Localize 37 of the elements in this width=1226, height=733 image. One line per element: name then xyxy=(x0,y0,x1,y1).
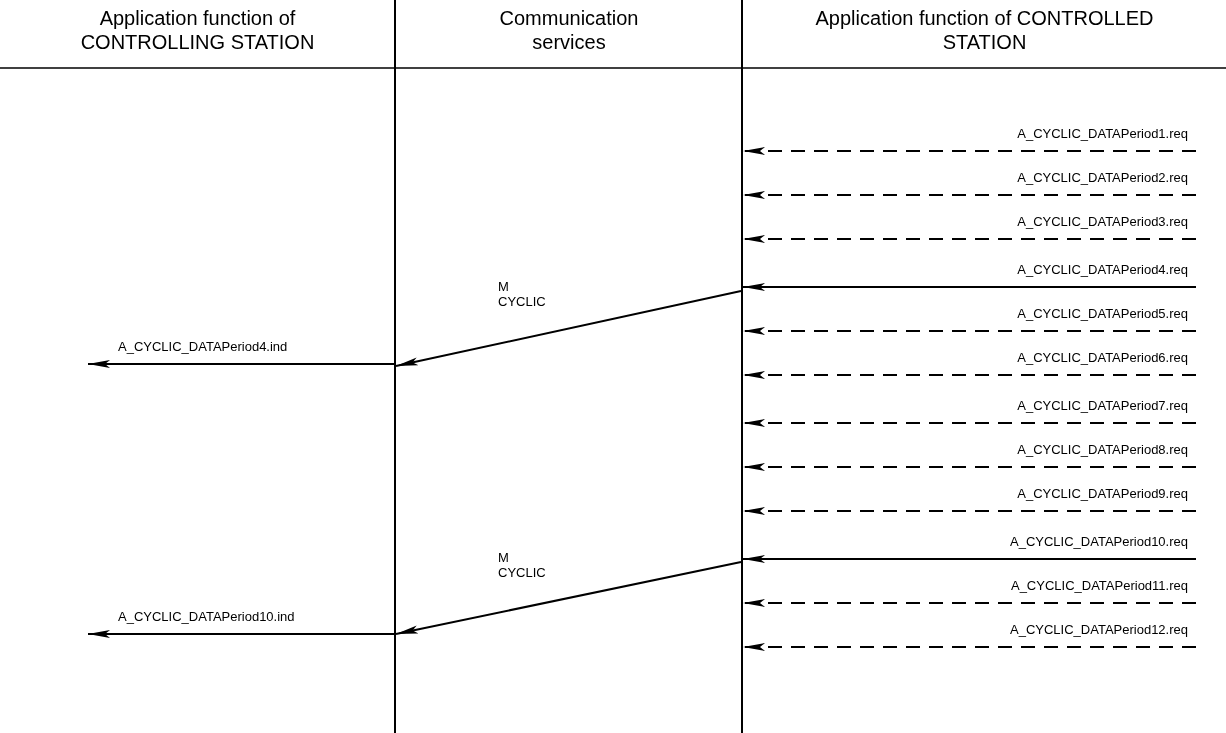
column-header: Application function of CONTROLLING STATION xyxy=(55,6,340,54)
column-header: Application function of CONTROLLED STATION xyxy=(812,6,1157,54)
dashed-arrow xyxy=(742,191,1197,199)
edge-label: A_CYCLIC_DATAPeriod6.req xyxy=(1017,350,1188,366)
lifeline xyxy=(394,0,396,733)
dashed-arrow xyxy=(742,147,1197,155)
column-header: Communication services xyxy=(489,6,649,54)
dashed-arrow xyxy=(742,507,1197,515)
edge-label: A_CYCLIC_DATAPeriod7.req xyxy=(1017,398,1188,414)
edge-label: A_CYCLIC_DATAPeriod2.req xyxy=(1017,170,1188,186)
edge-label: M CYCLIC xyxy=(498,279,546,309)
dashed-arrow xyxy=(742,599,1197,607)
arrow xyxy=(395,561,742,635)
edge-label: A_CYCLIC_DATAPeriod11.req xyxy=(1010,578,1188,594)
edge-label: M CYCLIC xyxy=(498,550,546,580)
dashed-arrow xyxy=(742,327,1197,335)
dashed-arrow xyxy=(742,643,1197,651)
edge-label: A_CYCLIC_DATAPeriod1.req xyxy=(1017,126,1188,142)
edge-label: A_CYCLIC_DATAPeriod10.ind xyxy=(118,609,295,625)
arrow xyxy=(742,283,1197,291)
edge-label: A_CYCLIC_DATAPeriod3.req xyxy=(1017,214,1188,230)
arrow xyxy=(395,290,742,367)
edge-label: A_CYCLIC_DATAPeriod4.ind xyxy=(118,339,288,355)
arrow xyxy=(742,555,1197,563)
arrow xyxy=(87,360,395,368)
dashed-arrow xyxy=(742,371,1197,379)
edge-label: A_CYCLIC_DATAPeriod12.req xyxy=(1010,622,1188,638)
dashed-arrow xyxy=(742,419,1197,427)
edge-label: A_CYCLIC_DATAPeriod10.req xyxy=(1010,534,1188,550)
edge-label: A_CYCLIC_DATAPeriod4.req xyxy=(1017,262,1188,278)
edge-label: A_CYCLIC_DATAPeriod5.req xyxy=(1017,306,1188,322)
lifeline xyxy=(741,0,743,733)
dashed-arrow xyxy=(742,463,1197,471)
dashed-arrow xyxy=(742,235,1197,243)
edge-label: A_CYCLIC_DATAPeriod8.req xyxy=(1017,442,1188,458)
arrow xyxy=(87,630,395,638)
edge-label: A_CYCLIC_DATAPeriod9.req xyxy=(1017,486,1188,502)
